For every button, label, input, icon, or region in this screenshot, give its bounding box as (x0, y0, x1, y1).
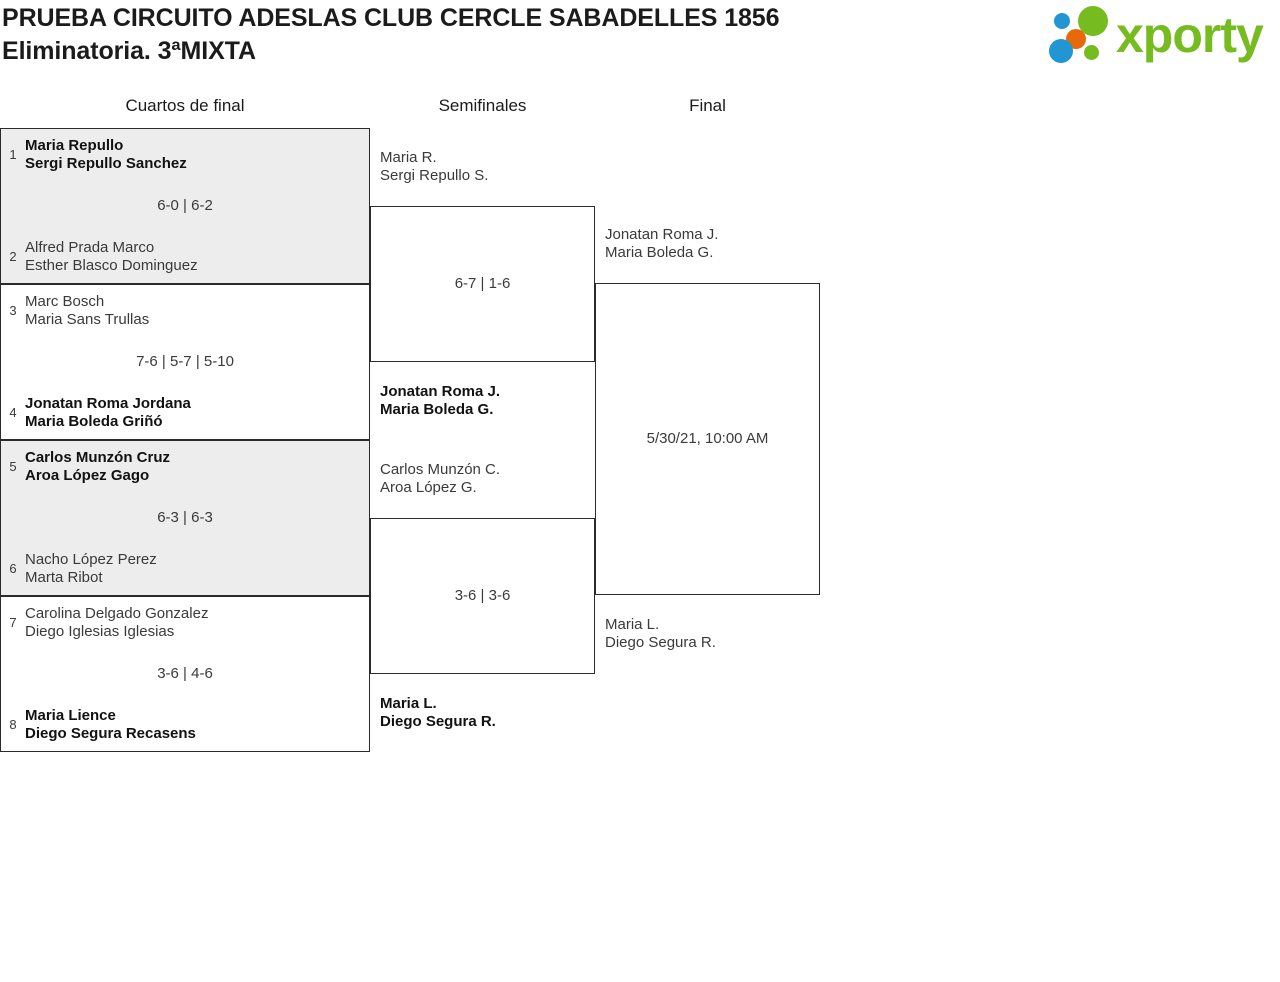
seed-number: 7 (9, 615, 17, 630)
seed-number: 2 (9, 249, 17, 264)
match-score: 6-3 | 6-3 (157, 509, 213, 526)
competitor-names: Maria L.Diego Segura R. (605, 616, 716, 651)
match-semifinal-2[interactable]: Carlos Munzón C.Aroa López G. 3-6 | 3-6 … (370, 461, 595, 730)
round-header-semifinals: Semifinales (438, 96, 527, 115)
logo-dot-blue-small-icon (1054, 13, 1070, 29)
match-score: 3-6 | 4-6 (157, 665, 213, 682)
competitor-names: Maria L.Diego Segura R. (380, 695, 496, 730)
logo-dots-icon (1048, 4, 1118, 66)
competitor-names: Jonatan Roma J.Maria Boleda G. (605, 226, 719, 261)
competitor-names: Carlos Munzón C.Aroa López G. (380, 461, 501, 496)
competitor-bottom[interactable]: Maria L.Diego Segura R. (596, 616, 819, 652)
competitor-top[interactable]: Maria R.Sergi Repullo S. (371, 149, 594, 185)
seed-number: 3 (9, 303, 17, 318)
tournament-title: PRUEBA CIRCUITO ADESLAS CLUB CERCLE SABA… (2, 2, 1012, 68)
round-header-final: Final (689, 96, 726, 115)
seed-number: 5 (9, 459, 17, 474)
match-schedule: 5/30/21, 10:00 AM (646, 430, 769, 447)
competitor-names: Jonatan Roma J.Maria Boleda G. (380, 383, 501, 418)
xporty-logo[interactable]: xporty (1048, 4, 1276, 68)
match-final[interactable]: Jonatan Roma J.Maria Boleda G. 5/30/21, … (595, 226, 820, 651)
logo-wordmark: xporty (1116, 7, 1264, 63)
competitor-top[interactable]: Jonatan Roma J.Maria Boleda G. (596, 226, 819, 262)
logo-dot-blue-large-icon (1049, 39, 1073, 63)
title-line-2: Eliminatoria. 3ªMIXTA (2, 37, 256, 65)
match-score: 6-7 | 1-6 (454, 275, 511, 292)
competitor-bottom[interactable]: Maria L.Diego Segura R. (371, 695, 594, 731)
logo-dot-green-small-icon (1084, 45, 1099, 60)
match-semifinal-1[interactable]: Maria R.Sergi Repullo S. 6-7 | 1-6 Jonat… (370, 149, 595, 418)
title-line-1: PRUEBA CIRCUITO ADESLAS CLUB CERCLE SABA… (2, 4, 780, 32)
page-header: PRUEBA CIRCUITO ADESLAS CLUB CERCLE SABA… (0, 0, 1280, 86)
match-score: 7-6 | 5-7 | 5-10 (136, 353, 234, 370)
competitor-names: Maria R.Sergi Repullo S. (380, 149, 489, 184)
competitor-bottom[interactable]: Jonatan Roma J.Maria Boleda G. (371, 383, 594, 419)
seed-number: 8 (9, 717, 17, 732)
match-score: 3-6 | 3-6 (454, 587, 511, 604)
seed-number: 6 (9, 561, 17, 576)
match-score: 6-0 | 6-2 (157, 197, 213, 214)
competitor-top[interactable]: Carlos Munzón C.Aroa López G. (371, 461, 594, 497)
round-header-quarterfinals: Cuartos de final (125, 96, 245, 115)
seed-number: 1 (9, 147, 17, 162)
seed-number: 4 (9, 405, 17, 420)
